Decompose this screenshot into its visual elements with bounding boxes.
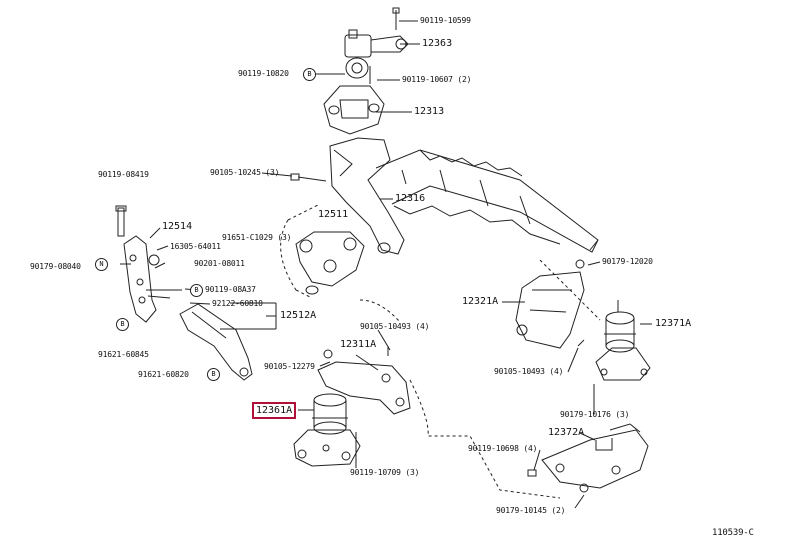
label-90119-10698: 90119-10698 (4) — [468, 444, 538, 453]
label-90119-10709: 90119-10709 (3) — [350, 468, 420, 477]
ref-mark-b: B — [116, 318, 129, 331]
label-12313: 12313 — [414, 106, 445, 117]
label-12512a: 12512A — [280, 310, 317, 321]
label-90179-10145: 90179-10145 (2) — [496, 506, 566, 515]
label-91621-60820: 91621-60820 — [138, 370, 189, 379]
ref-mark-b: B — [207, 368, 220, 381]
diagram-code: 110539-C — [712, 528, 754, 538]
label-90201-08011: 90201-08011 — [194, 259, 245, 268]
label-90105-10493-lower: 90105-10493 (4) — [494, 367, 564, 376]
ref-mark-b: B — [190, 284, 203, 297]
label-91651-c1029: 91651-C1029 (3) — [222, 233, 292, 242]
label-90119-10820: 90119-10820 — [238, 69, 289, 78]
label-90179-08040: 90179-08040 — [30, 262, 81, 271]
ref-mark-b: B — [303, 68, 316, 81]
label-92122-60810: 92122-60810 — [212, 299, 263, 308]
label-90105-10245: 90105-10245 (3) — [210, 168, 280, 177]
highlighted-part-12361a[interactable]: 12361A — [252, 402, 297, 419]
label-12371a: 12371A — [655, 318, 692, 329]
label-90105-12279: 90105-12279 — [264, 362, 315, 371]
label-90105-10493-upper: 90105-10493 (4) — [360, 322, 430, 331]
label-12316: 12316 — [395, 193, 426, 204]
label-12511: 12511 — [318, 209, 349, 220]
label-90119-10599: 90119-10599 — [420, 16, 471, 25]
label-90179-12020: 90179-12020 — [602, 257, 653, 266]
label-12372a: 12372A — [548, 427, 585, 438]
label-12514: 12514 — [162, 221, 193, 232]
ref-mark-n: N — [95, 258, 108, 271]
label-91621-60845: 91621-60845 — [98, 350, 149, 359]
label-12363: 12363 — [422, 38, 453, 49]
label-90179-10176: 90179-10176 (3) — [560, 410, 630, 419]
label-90119-08a37: 90119-08A37 — [205, 285, 256, 294]
label-90119-08419: 90119-08419 — [98, 170, 149, 179]
label-16305-64011: 16305-64011 — [170, 242, 221, 251]
label-90119-10607: 90119-10607 (2) — [402, 75, 472, 84]
label-12321a: 12321A — [462, 296, 499, 307]
label-12311a: 12311A — [340, 339, 377, 350]
